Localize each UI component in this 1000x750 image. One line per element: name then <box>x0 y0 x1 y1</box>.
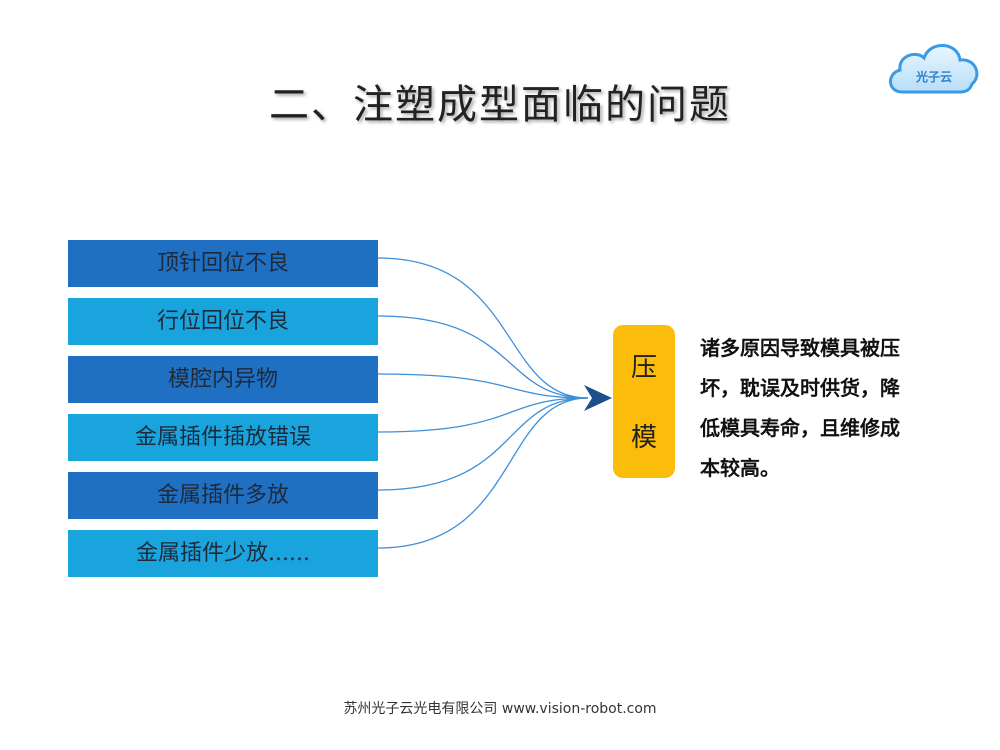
cloud-logo-icon <box>889 44 979 94</box>
problem-box: 顶针回位不良 <box>68 240 378 287</box>
connector-curve <box>377 397 589 433</box>
connector-curve <box>377 315 589 399</box>
connector-curve <box>377 257 589 399</box>
cloud-logo: 光子云 <box>884 34 984 100</box>
connector-curve <box>377 373 589 399</box>
result-char-1: 压 <box>630 353 657 383</box>
description-text: 诸多原因导致模具被压坏，耽误及时供货，降低模具寿命，且维修成本较高。 <box>700 336 900 480</box>
problem-box: 金属插件多放 <box>68 472 378 519</box>
logo-text: 光子云 <box>915 70 952 84</box>
connector-curve <box>377 397 589 491</box>
problem-box: 模腔内异物 <box>68 356 378 403</box>
connector-curve <box>377 397 589 549</box>
page-title: 二、注塑成型面临的问题 <box>269 82 731 128</box>
arrow-head-icon <box>584 385 612 411</box>
problem-box: 行位回位不良 <box>68 298 378 345</box>
problem-box: 金属插件插放错误 <box>68 414 378 461</box>
footer-text: 苏州光子云光电有限公司 www.vision-robot.com <box>343 701 657 717</box>
result-char-2: 模 <box>630 423 657 453</box>
result-box: 压 模 <box>613 325 675 478</box>
problem-box: 金属插件少放...... <box>68 530 378 577</box>
